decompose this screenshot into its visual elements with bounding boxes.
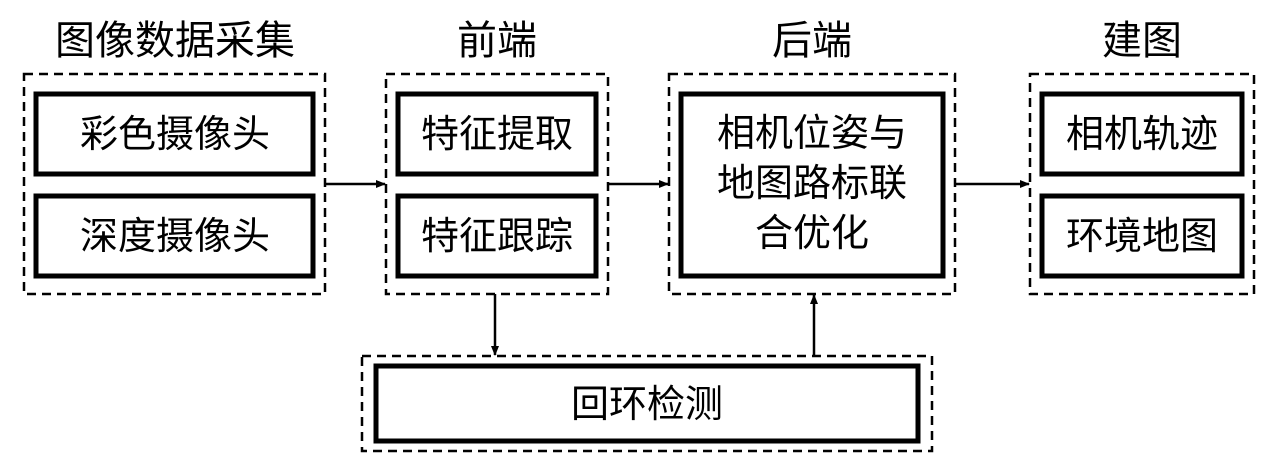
feature-extraction-label: 特征提取 (421, 112, 573, 156)
joint-optimization-line-3: 合优化 (755, 211, 869, 255)
acquisition-title: 图像数据采集 (55, 18, 295, 64)
feature-tracking-label: 特征跟踪 (421, 214, 573, 258)
frontend-title: 前端 (457, 18, 537, 64)
joint-optimization-line-1: 相机位姿与 (717, 111, 907, 155)
acquisition-group: 彩色摄像头 深度摄像头 (22, 72, 327, 296)
environment-map-label: 环境地图 (1066, 214, 1218, 258)
color-camera-label: 彩色摄像头 (80, 112, 270, 156)
loop-closure-group: 回环检测 (360, 354, 934, 453)
environment-map-box (1039, 193, 1245, 279)
joint-optimization-box (678, 91, 946, 279)
feature-extraction-box (395, 91, 599, 177)
backend-title: 后端 (772, 18, 852, 64)
joint-optimization-line-2: 地图路标联 (717, 161, 907, 205)
color-camera-box (33, 91, 316, 177)
loop-closure-box (373, 363, 921, 444)
depth-camera-label: 深度摄像头 (80, 214, 270, 258)
mapping-title: 建图 (1102, 18, 1182, 64)
backend-group: 相机位姿与 地图路标联 合优化 (667, 72, 957, 296)
camera-trajectory-box (1039, 91, 1245, 177)
frontend-group: 特征提取 特征跟踪 (384, 72, 610, 296)
camera-trajectory-label: 相机轨迹 (1066, 112, 1218, 156)
feature-tracking-box (395, 193, 599, 279)
loop-closure-dashed-frame (360, 354, 934, 453)
loop-closure-label: 回环检测 (571, 382, 723, 426)
depth-camera-box (33, 193, 316, 279)
mapping-dashed-frame (1028, 72, 1256, 296)
mapping-group: 相机轨迹 环境地图 (1028, 72, 1256, 296)
